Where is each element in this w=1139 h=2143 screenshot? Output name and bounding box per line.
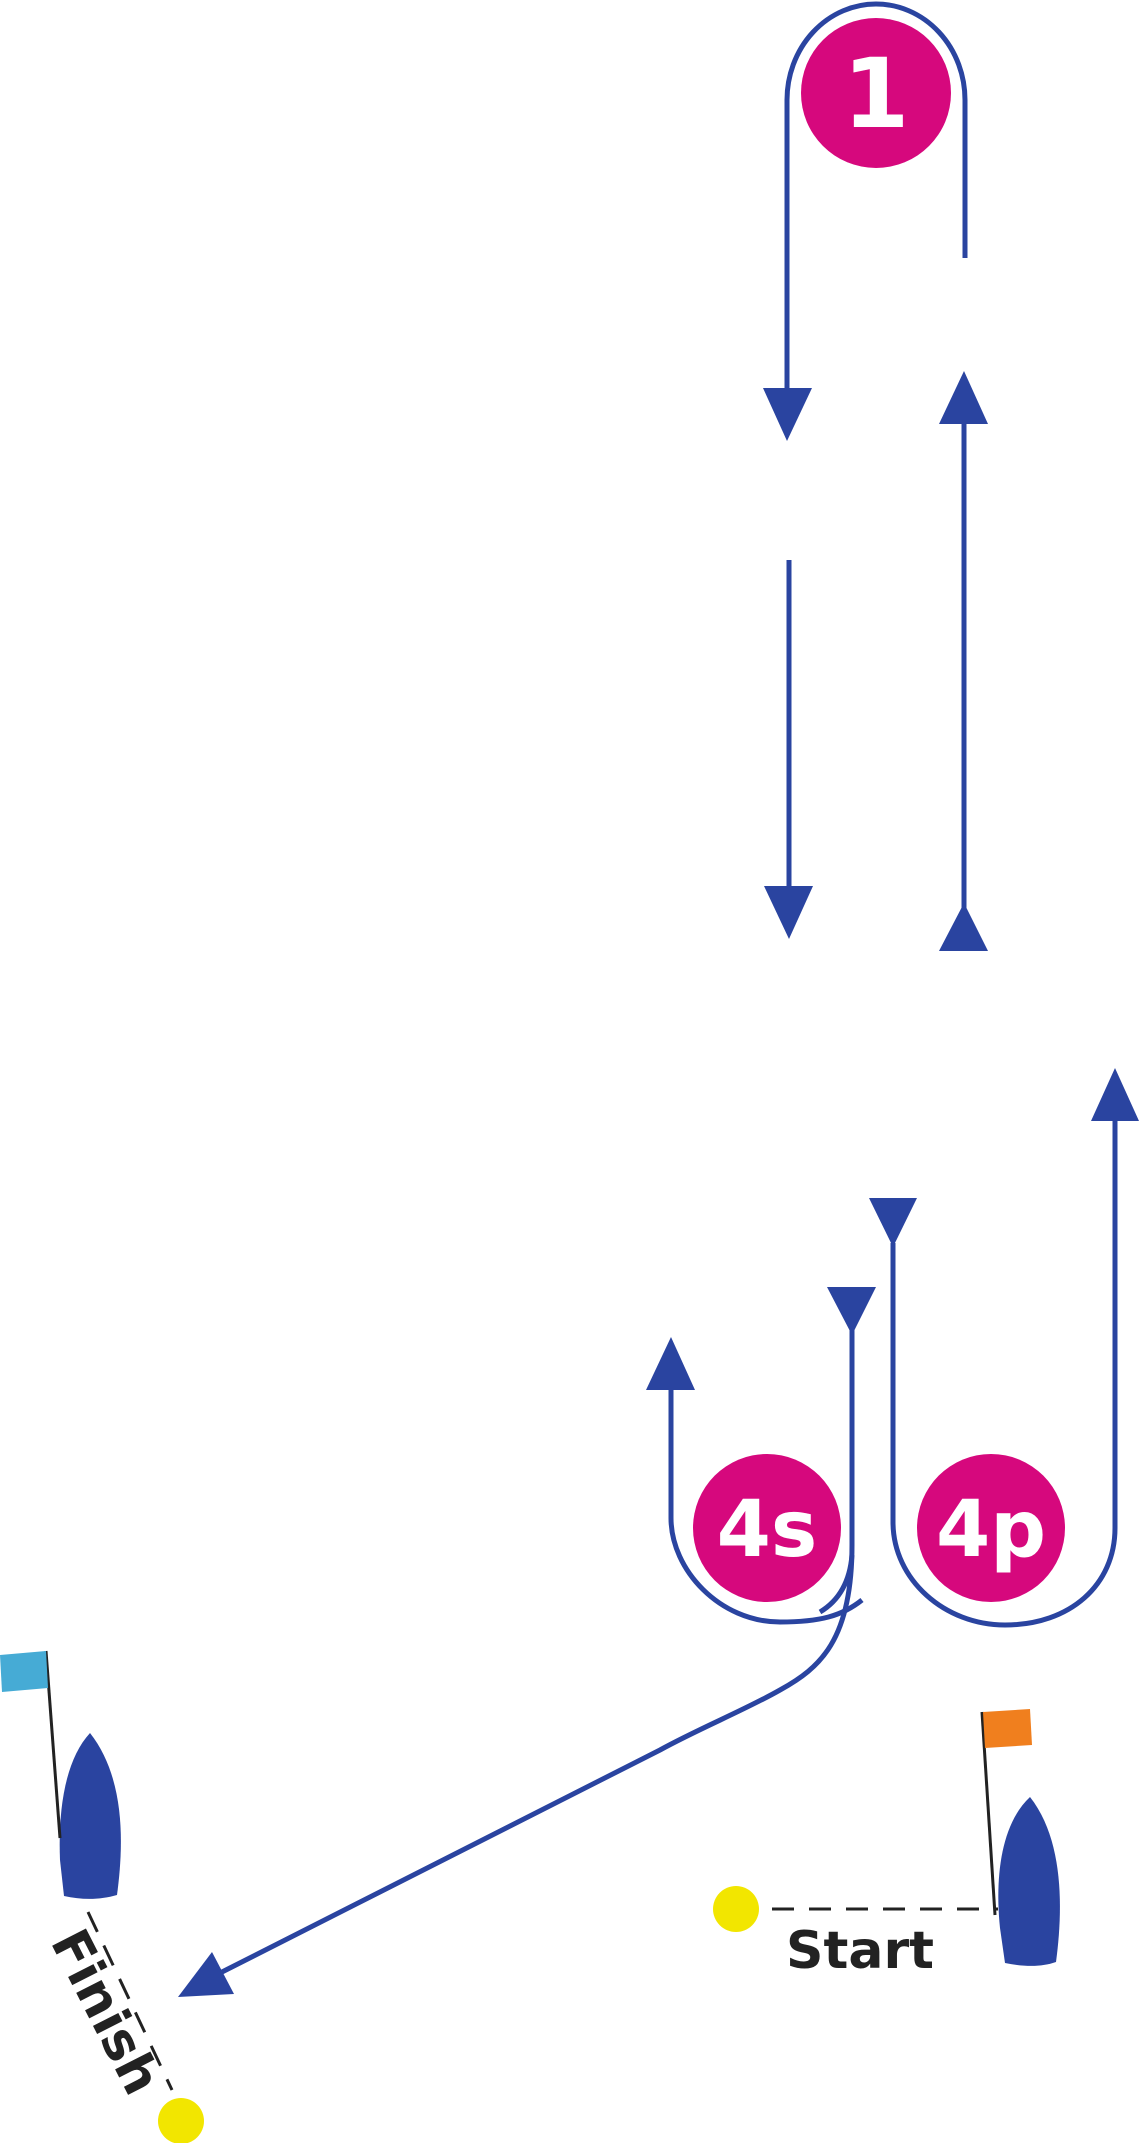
arrow-finish bbox=[178, 1952, 234, 1997]
mark-4s-buoy bbox=[693, 1454, 841, 1602]
finish-committee-boat bbox=[59, 1733, 121, 1899]
mark-1: 1 bbox=[801, 18, 951, 168]
arrow-up-far-right bbox=[1091, 1068, 1139, 1121]
arrowheads bbox=[178, 371, 1139, 1997]
mark-4p: 4p bbox=[917, 1454, 1065, 1602]
mark-4p-buoy bbox=[917, 1454, 1065, 1602]
finish-area: Finish bbox=[0, 1650, 204, 2143]
mark-1-label: 1 bbox=[843, 38, 910, 150]
mark-4s: 4s bbox=[693, 1454, 841, 1602]
mark-4s-label: 4s bbox=[717, 1485, 818, 1575]
arrow-up-1 bbox=[939, 371, 988, 424]
arrow-down-4s-entry bbox=[827, 1287, 876, 1335]
finish-line bbox=[86, 1911, 174, 2091]
finish-flag bbox=[0, 1651, 48, 1692]
arrow-down-1 bbox=[763, 388, 812, 441]
route-mark-1-rounding bbox=[784, 1, 968, 388]
arrow-up-2 bbox=[939, 903, 988, 951]
start-area: Start bbox=[713, 1709, 1060, 1981]
start-committee-boat bbox=[998, 1797, 1060, 1966]
finish-flag-pole bbox=[44, 1650, 62, 1839]
start-flag-pole bbox=[980, 1711, 997, 1916]
mark-4p-label: 4p bbox=[936, 1485, 1046, 1575]
mark-1-buoy bbox=[801, 18, 951, 168]
arrow-down-2 bbox=[764, 886, 813, 939]
arrow-up-4s-exit bbox=[646, 1337, 695, 1390]
start-flag bbox=[983, 1709, 1032, 1748]
arrow-down-4p-entry bbox=[869, 1198, 917, 1247]
route-4p-rounding bbox=[890, 1243, 1118, 1628]
start-label: Start bbox=[786, 1921, 934, 1981]
route-gate-crossing bbox=[818, 1554, 855, 1615]
route-4s-rounding bbox=[668, 1387, 864, 1625]
route-to-finish bbox=[220, 1330, 855, 1975]
start-pin-buoy bbox=[713, 1886, 759, 1932]
finish-label: Finish bbox=[38, 1920, 171, 2104]
route-lines bbox=[220, 1, 1118, 1975]
finish-pin-buoy bbox=[158, 2098, 204, 2143]
